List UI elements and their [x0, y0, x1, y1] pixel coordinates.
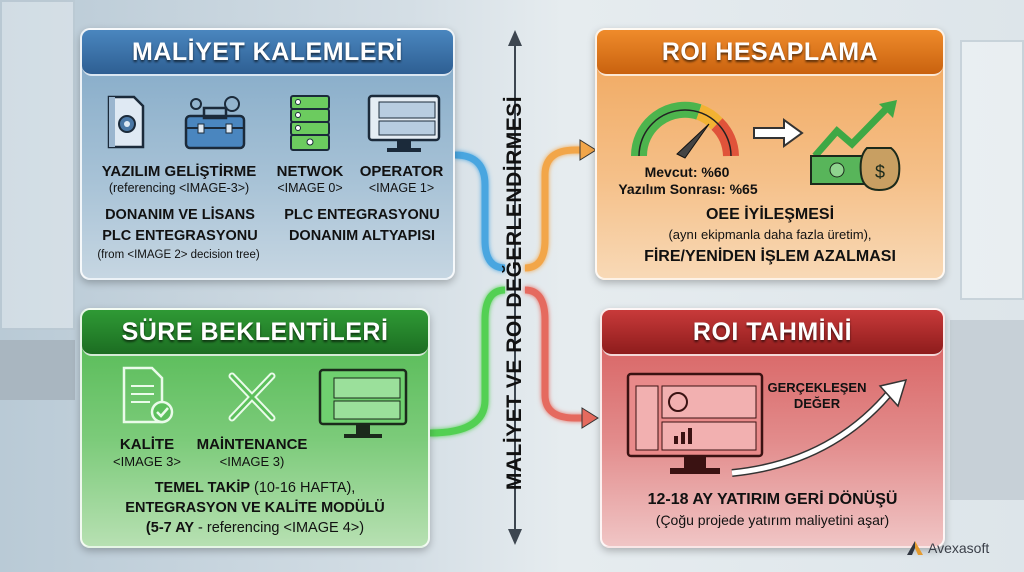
- realized-value-label-1: GERÇEKLEŞEN: [767, 380, 867, 395]
- monitor-dashboard-icon: [318, 368, 408, 438]
- right-line-1: PLC ENTEGRASYONU: [284, 207, 440, 223]
- integration-reference: - referencing <IMAGE 4>): [194, 520, 365, 536]
- left-note: (from <IMAGE 2> decision tree): [97, 249, 260, 261]
- basic-tracking-duration: (10-16 HAFTA),: [250, 480, 356, 496]
- roi-forecast-title: ROI TAHMİNİ: [602, 310, 943, 356]
- basic-tracking-label: TEMEL TAKİP: [154, 480, 251, 496]
- realized-value-label-2: DEĞER: [793, 396, 841, 411]
- duration-title: SÜRE BEKLENTİLERİ: [82, 310, 428, 356]
- gauge-icon: [630, 101, 739, 159]
- duration-line-3: (5-7 AY - referencing <IMAGE 4>): [82, 520, 428, 536]
- background-desk: [0, 340, 75, 400]
- label-software-dev: YAZILIM GELİŞTİRME: [101, 163, 257, 180]
- document-check-icon: [122, 366, 174, 424]
- oee-improvement-note: (aynı ekipmanla daha fazla üretim),: [668, 227, 872, 242]
- dashboard-monitor-icon: [626, 372, 764, 474]
- document-gear-icon: [107, 95, 145, 149]
- roi-calculation-card: ROI HESAPLAMA $ Mevcut: %60 Yazılım Sonr…: [595, 28, 945, 280]
- payback-headline: 12-18 AY YATIRIM GERİ DÖNÜŞÜ: [647, 491, 898, 508]
- sub-quality: <IMAGE 3>: [113, 454, 181, 469]
- label-maintenance: MAİNTENANCE: [196, 436, 308, 453]
- payback-note: (Çoğu projede yatırım maliyetini aşar): [655, 512, 890, 528]
- sub-maintenance: <IMAGE 3): [219, 454, 285, 469]
- after-software-oee: Yazılım Sonrası: %65: [618, 181, 758, 197]
- axis-label-text: MALİYET VE ROI DEĞERLENDİRMESİ: [503, 95, 527, 490]
- money-growth-icon: $: [810, 100, 901, 192]
- right-line-2: DONANIM ALTYAPISI: [288, 228, 436, 244]
- scrap-reduction: FİRE/YENİDEN İŞLEM AZALMASI: [644, 248, 896, 265]
- oee-improvement-heading: OEE İYİLEŞMESİ: [705, 206, 835, 223]
- current-oee: Mevcut: %60: [644, 164, 730, 180]
- sub-network: <IMAGE 0>: [277, 181, 343, 195]
- monitor-dashboard-icon: [367, 94, 441, 152]
- sub-operator: <IMAGE 1>: [368, 181, 435, 195]
- svg-text:$: $: [875, 162, 885, 182]
- cost-items-card: MALİYET KALEMLERİ YAZILIM GELİŞTİRME (re…: [80, 28, 455, 280]
- wrench-tools-icon: [228, 372, 276, 422]
- brand-logo: Avexasoft: [906, 540, 989, 556]
- background-window: [960, 40, 1024, 300]
- toolbox-icon: [184, 96, 246, 150]
- left-line-1: DONANIM VE LİSANS: [105, 207, 255, 223]
- avexasoft-logo-icon: [907, 541, 923, 555]
- label-network: NETWOK: [276, 163, 344, 180]
- axis-label: MALİYET VE ROI DEĞERLENDİRMESİ: [500, 95, 530, 490]
- left-line-2: PLC ENTEGRASYONU: [102, 228, 258, 244]
- integration-duration: (5-7 AY: [145, 520, 195, 536]
- label-quality: KALİTE: [119, 436, 175, 453]
- duration-line-1: TEMEL TAKİP (10-16 HAFTA),: [82, 480, 428, 496]
- duration-line-2: ENTEGRASYON VE KALİTE MODÜLÜ: [125, 500, 385, 516]
- cost-items-title: MALİYET KALEMLERİ: [82, 30, 453, 76]
- label-operator: OPERATOR: [359, 163, 444, 180]
- roi-forecast-card: ROI TAHMİNİ GERÇEKLEŞEN DEĞER 12-18 AY Y…: [600, 308, 945, 548]
- duration-card: SÜRE BEKLENTİLERİ KALİTE <IMAGE 3> MAİNT…: [80, 308, 430, 548]
- roi-calculation-title: ROI HESAPLAMA: [597, 30, 943, 76]
- growth-arrow-icon: [731, 378, 908, 477]
- brand-name: Avexasoft: [928, 540, 990, 556]
- sub-software-dev: (referencing <IMAGE-3>): [108, 181, 250, 195]
- right-arrow-icon: [753, 118, 804, 148]
- background-machine: [950, 320, 1024, 500]
- background-window: [0, 0, 75, 330]
- server-icon: [290, 95, 330, 151]
